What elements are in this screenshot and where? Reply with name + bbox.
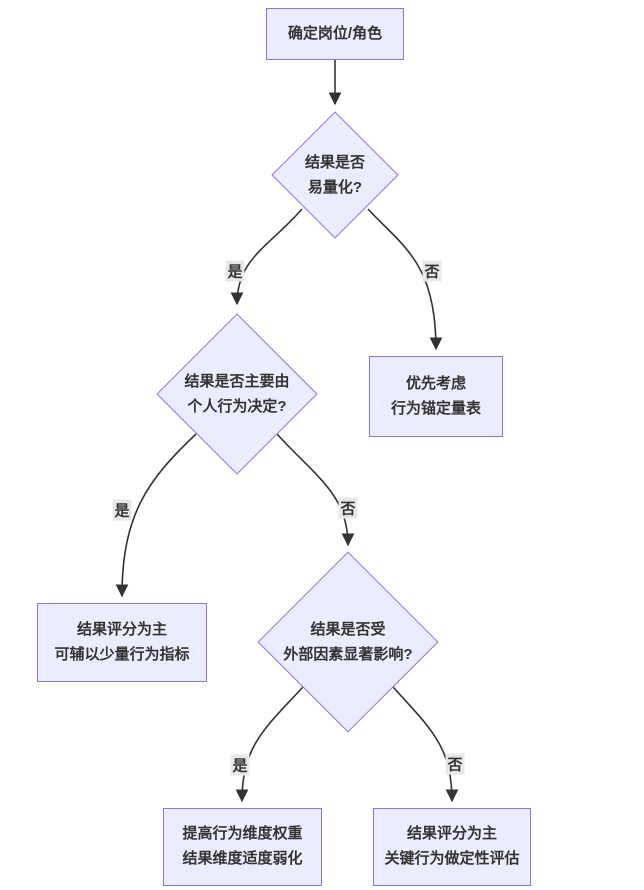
edge-c-to-e-no — [276, 433, 355, 547]
node-label-line: 结果评分为主 — [76, 620, 167, 638]
node-result-raise-behavior-weight: 提高行为维度权重 结果维度适度弱化 — [163, 808, 322, 886]
edge-c-to-f-yes — [115, 433, 197, 598]
node-label: 结果是否主要由 个人行为决定? — [156, 313, 318, 475]
node-result-score-primary-few-behavior: 结果评分为主 可辅以少量行为指标 — [37, 603, 207, 682]
edge-e-to-g-yes — [235, 686, 304, 803]
node-label-line: 行为锚定量表 — [390, 399, 481, 417]
node-decision-quantifiable: 结果是否 易量化? — [271, 111, 399, 239]
node-start-determine-role: 确定岗位/角色 — [266, 8, 404, 60]
node-label-line: 结果维度适度弱化 — [182, 850, 303, 867]
edge-label-b-d: 否 — [422, 260, 442, 282]
edge-label-e-g: 是 — [230, 754, 250, 776]
node-label-line: 结果是否受 — [310, 620, 386, 638]
edge-label-e-h: 否 — [445, 753, 465, 775]
node-label-line: 结果是否主要由 — [184, 372, 290, 390]
node-decision-external-factors: 结果是否受 外部因素显著影响? — [257, 551, 439, 733]
edge-e-to-h-no — [392, 686, 459, 803]
node-label-line: 关键行为做定性评估 — [384, 850, 520, 867]
edge-b-to-d-no — [367, 208, 443, 351]
node-label-line: 结果评分为主 — [406, 825, 497, 843]
node-label-line: 可辅以少量行为指标 — [54, 645, 190, 663]
node-label-line: 个人行为决定? — [187, 398, 287, 415]
edge-label-b-c: 是 — [225, 260, 245, 282]
node-label-line: 优先考虑 — [405, 374, 466, 392]
node-result-score-primary-qualitative: 结果评分为主 关键行为做定性评估 — [373, 808, 531, 886]
node-label-line: 外部因素显著影响? — [283, 646, 413, 663]
node-result-behavior-anchored-scale: 优先考虑 行为锚定量表 — [369, 356, 503, 437]
node-label-line: 确定岗位/角色 — [287, 24, 383, 42]
edge-label-c-f: 是 — [112, 499, 132, 521]
node-decision-individual-behavior: 结果是否主要由 个人行为决定? — [156, 313, 318, 475]
edge-label-c-e: 否 — [338, 497, 358, 519]
node-label: 结果是否受 外部因素显著影响? — [257, 551, 439, 733]
node-label: 结果是否 易量化? — [271, 111, 399, 239]
node-label-line: 易量化? — [307, 179, 363, 196]
node-label-line: 提高行为维度权重 — [182, 825, 303, 843]
edge-b-to-c-yes — [230, 208, 303, 306]
node-label-line: 结果是否 — [304, 153, 365, 171]
